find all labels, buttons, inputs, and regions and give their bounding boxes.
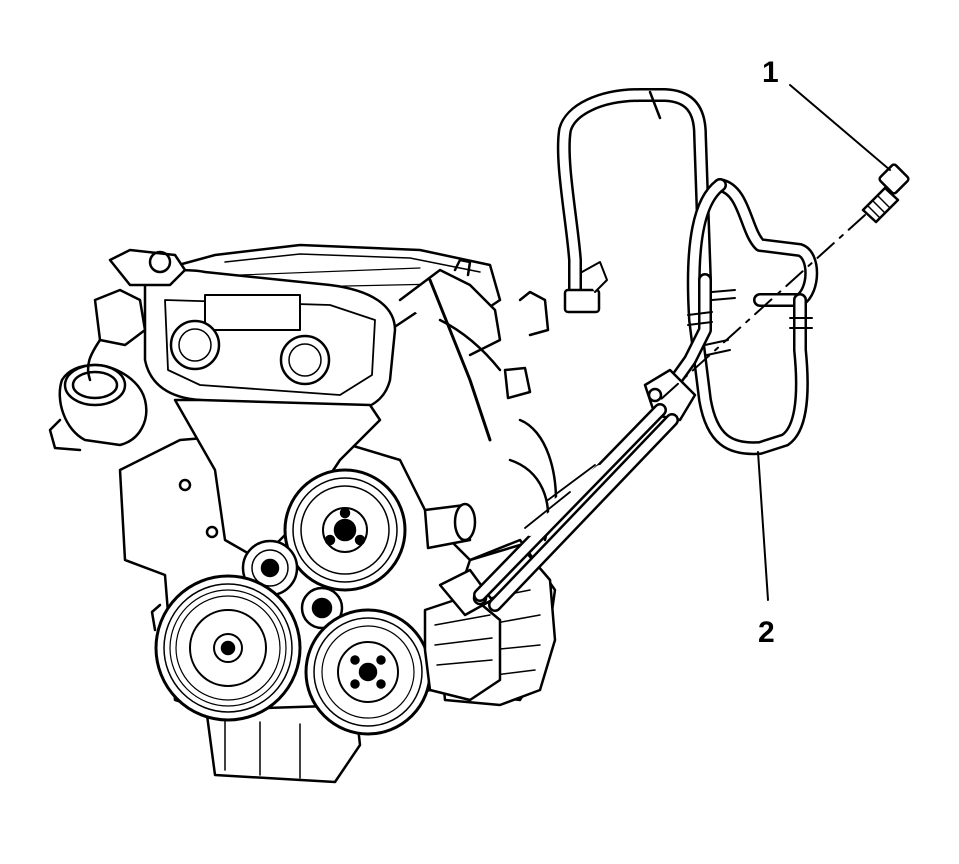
leader-line-2 [757,451,769,601]
install-centerline [659,214,866,401]
engine [48,243,558,784]
crankshaft-pulley [150,574,302,722]
ac-compressor-pulley [304,608,432,736]
belt-tensioner [300,586,344,630]
bolt [861,163,910,224]
callout-1: 1 [762,56,779,89]
callout-2: 2 [758,616,775,649]
cam-boss-right [279,334,331,386]
leader-line-1 [789,84,891,171]
water-pump-pulley [283,468,407,592]
cam-boss-left [169,319,221,371]
ac-hose-assembly [473,88,819,612]
